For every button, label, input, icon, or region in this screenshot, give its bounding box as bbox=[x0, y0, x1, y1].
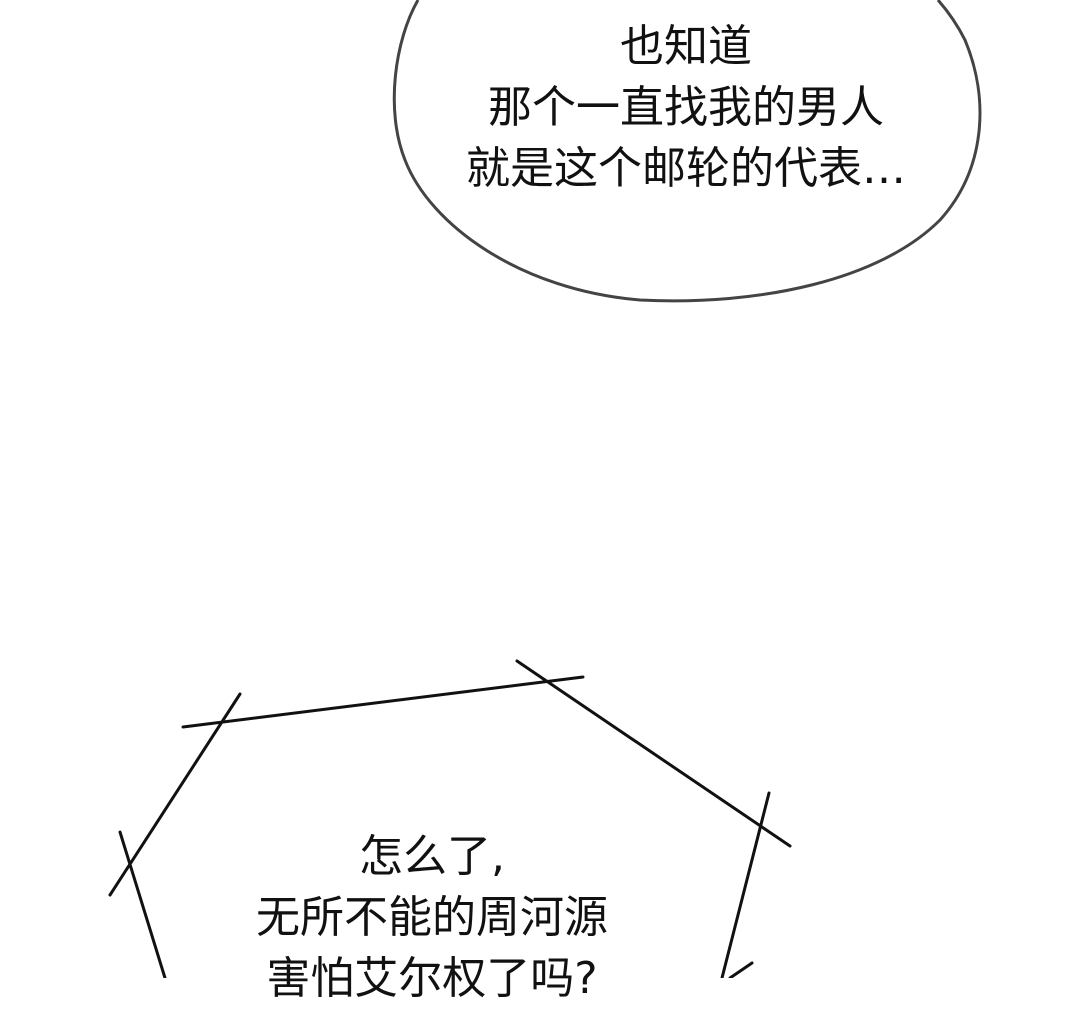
speech-line: 害怕艾尔权了吗? bbox=[266, 953, 598, 1004]
speech-line: 那个一直找我的男人 bbox=[488, 82, 884, 133]
round-speech-bubble bbox=[392, 0, 982, 303]
speech-bubble-text-bottom: 怎么了, 无所不能的周河源 害怕艾尔权了吗? bbox=[132, 826, 732, 1009]
speech-line: 也知道 bbox=[620, 21, 752, 72]
comic-panel-art bbox=[108, 0, 982, 978]
speech-line: 怎么了, bbox=[359, 831, 505, 882]
jagged-speech-bubble bbox=[108, 659, 792, 978]
speech-line: 无所不能的周河源 bbox=[256, 892, 608, 943]
speech-bubble-text-top: 也知道 那个一直找我的男人 就是这个邮轮的代表… bbox=[386, 16, 986, 199]
speech-line: 就是这个邮轮的代表… bbox=[466, 143, 906, 194]
